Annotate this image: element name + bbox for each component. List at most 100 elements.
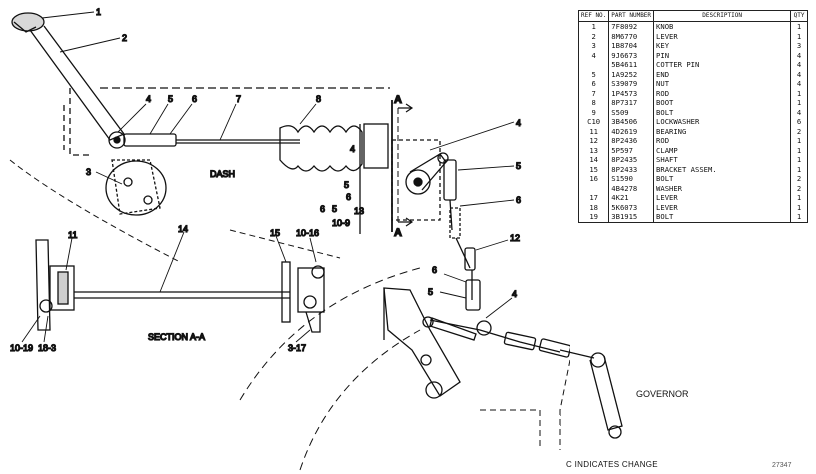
row-description: BEARING xyxy=(653,126,792,136)
row-ref: C10 xyxy=(577,117,610,127)
callout-4b: 4 xyxy=(350,144,355,154)
callout-15: 15 xyxy=(270,228,280,238)
callout-3-17: 3-17 xyxy=(288,343,306,353)
row-ref: 6 xyxy=(577,79,610,89)
row-part-number: 5B4611 xyxy=(608,60,655,70)
row-ref: 17 xyxy=(577,193,610,203)
row-description: BOOT xyxy=(653,98,792,108)
callout-14: 14 xyxy=(178,224,188,234)
row-ref xyxy=(577,183,610,193)
row-part-number: 1B8704 xyxy=(608,41,655,51)
row-part-number: 1P4573 xyxy=(608,88,655,98)
row-ref: 18 xyxy=(577,202,610,212)
callout-10-16: 10-16 xyxy=(296,228,319,238)
callout-5d: 5 xyxy=(516,161,521,171)
row-qty: 4 xyxy=(790,60,808,70)
header-ref: REF NO. xyxy=(577,10,610,22)
row-description: LEVER xyxy=(653,31,792,41)
row-ref xyxy=(577,60,610,70)
row-description: BOLT xyxy=(653,174,792,184)
callout-8: 8 xyxy=(316,94,321,104)
row-part-number: 8P2436 xyxy=(608,136,655,146)
row-qty: 4 xyxy=(790,69,808,79)
governor-linkage-right xyxy=(560,349,623,439)
row-qty: 1 xyxy=(790,164,808,174)
row-part-number: 5P597 xyxy=(608,145,655,155)
row-description: BOLT xyxy=(653,107,792,117)
row-part-number: S1590 xyxy=(608,174,655,184)
row-description: KNOB xyxy=(653,21,792,32)
callout-5b: 5 xyxy=(332,204,337,214)
header-qty: QTY xyxy=(790,10,808,22)
row-description: KEY xyxy=(653,41,792,51)
row-qty: 6 xyxy=(790,117,808,127)
row-description: SHAFT xyxy=(653,155,792,165)
row-qty: 1 xyxy=(790,98,808,108)
row-qty: 1 xyxy=(790,155,808,165)
row-part-number: S39079 xyxy=(608,79,655,89)
row-qty: 4 xyxy=(790,50,808,60)
row-ref: 14 xyxy=(577,155,610,165)
row-ref: 2 xyxy=(577,31,610,41)
row-description: PIN xyxy=(653,50,792,60)
row-qty: 4 xyxy=(790,107,808,117)
row-part-number: 3B1915 xyxy=(608,212,655,223)
row-ref: 4 xyxy=(577,50,610,60)
row-description: BRACKET ASSEM. xyxy=(653,164,792,174)
row-part-number: 7F8092 xyxy=(608,21,655,32)
row-description: CLAMP xyxy=(653,145,792,155)
callout-4c: 4 xyxy=(516,118,521,128)
row-description: NUT xyxy=(653,79,792,89)
row-part-number: 8P7317 xyxy=(608,98,655,108)
row-description: END xyxy=(653,69,792,79)
governor-linkage xyxy=(383,287,570,399)
row-qty: 1 xyxy=(790,193,808,203)
callout-13: 13 xyxy=(354,206,364,216)
section-marker-a xyxy=(397,103,414,227)
row-ref: 3 xyxy=(577,41,610,51)
dash-rod-assembly xyxy=(63,87,441,234)
row-ref: 7 xyxy=(577,88,610,98)
row-description: BOLT xyxy=(653,212,792,223)
callout-18-3: 18-3 xyxy=(38,343,56,353)
row-part-number: 1A9252 xyxy=(608,69,655,79)
row-part-number: 4K21 xyxy=(608,193,655,203)
row-description: ROD xyxy=(653,88,792,98)
row-qty: 2 xyxy=(790,126,808,136)
row-ref: 13 xyxy=(577,145,610,155)
row-ref: 11 xyxy=(577,126,610,136)
callout-6e: 6 xyxy=(432,265,437,275)
row-qty: 1 xyxy=(790,136,808,146)
row-part-number: 3B4506 xyxy=(608,117,655,127)
callout-6b: 6 xyxy=(320,204,325,214)
callout-4d: 4 xyxy=(512,289,517,299)
callout-6: 6 xyxy=(192,94,197,104)
row-ref: 9 xyxy=(577,107,610,117)
vertical-rod-assembly xyxy=(443,159,481,311)
row-part-number: 8P2435 xyxy=(608,155,655,165)
row-part-number: 9J6673 xyxy=(608,50,655,60)
bell-crank-upper xyxy=(405,152,449,195)
callout-2: 2 xyxy=(122,33,127,43)
callout-labels: 1 2 3 4 5 6 7 8 4 5 6 6 5 13 10-9 4 5 6 … xyxy=(9,6,521,353)
row-ref: 12 xyxy=(577,136,610,146)
row-ref: 8 xyxy=(577,98,610,108)
row-description: ROD xyxy=(653,136,792,146)
row-qty: 1 xyxy=(790,202,808,212)
callout-5: 5 xyxy=(168,94,173,104)
row-part-number: 8M6770 xyxy=(608,31,655,41)
row-ref: 19 xyxy=(577,212,610,223)
